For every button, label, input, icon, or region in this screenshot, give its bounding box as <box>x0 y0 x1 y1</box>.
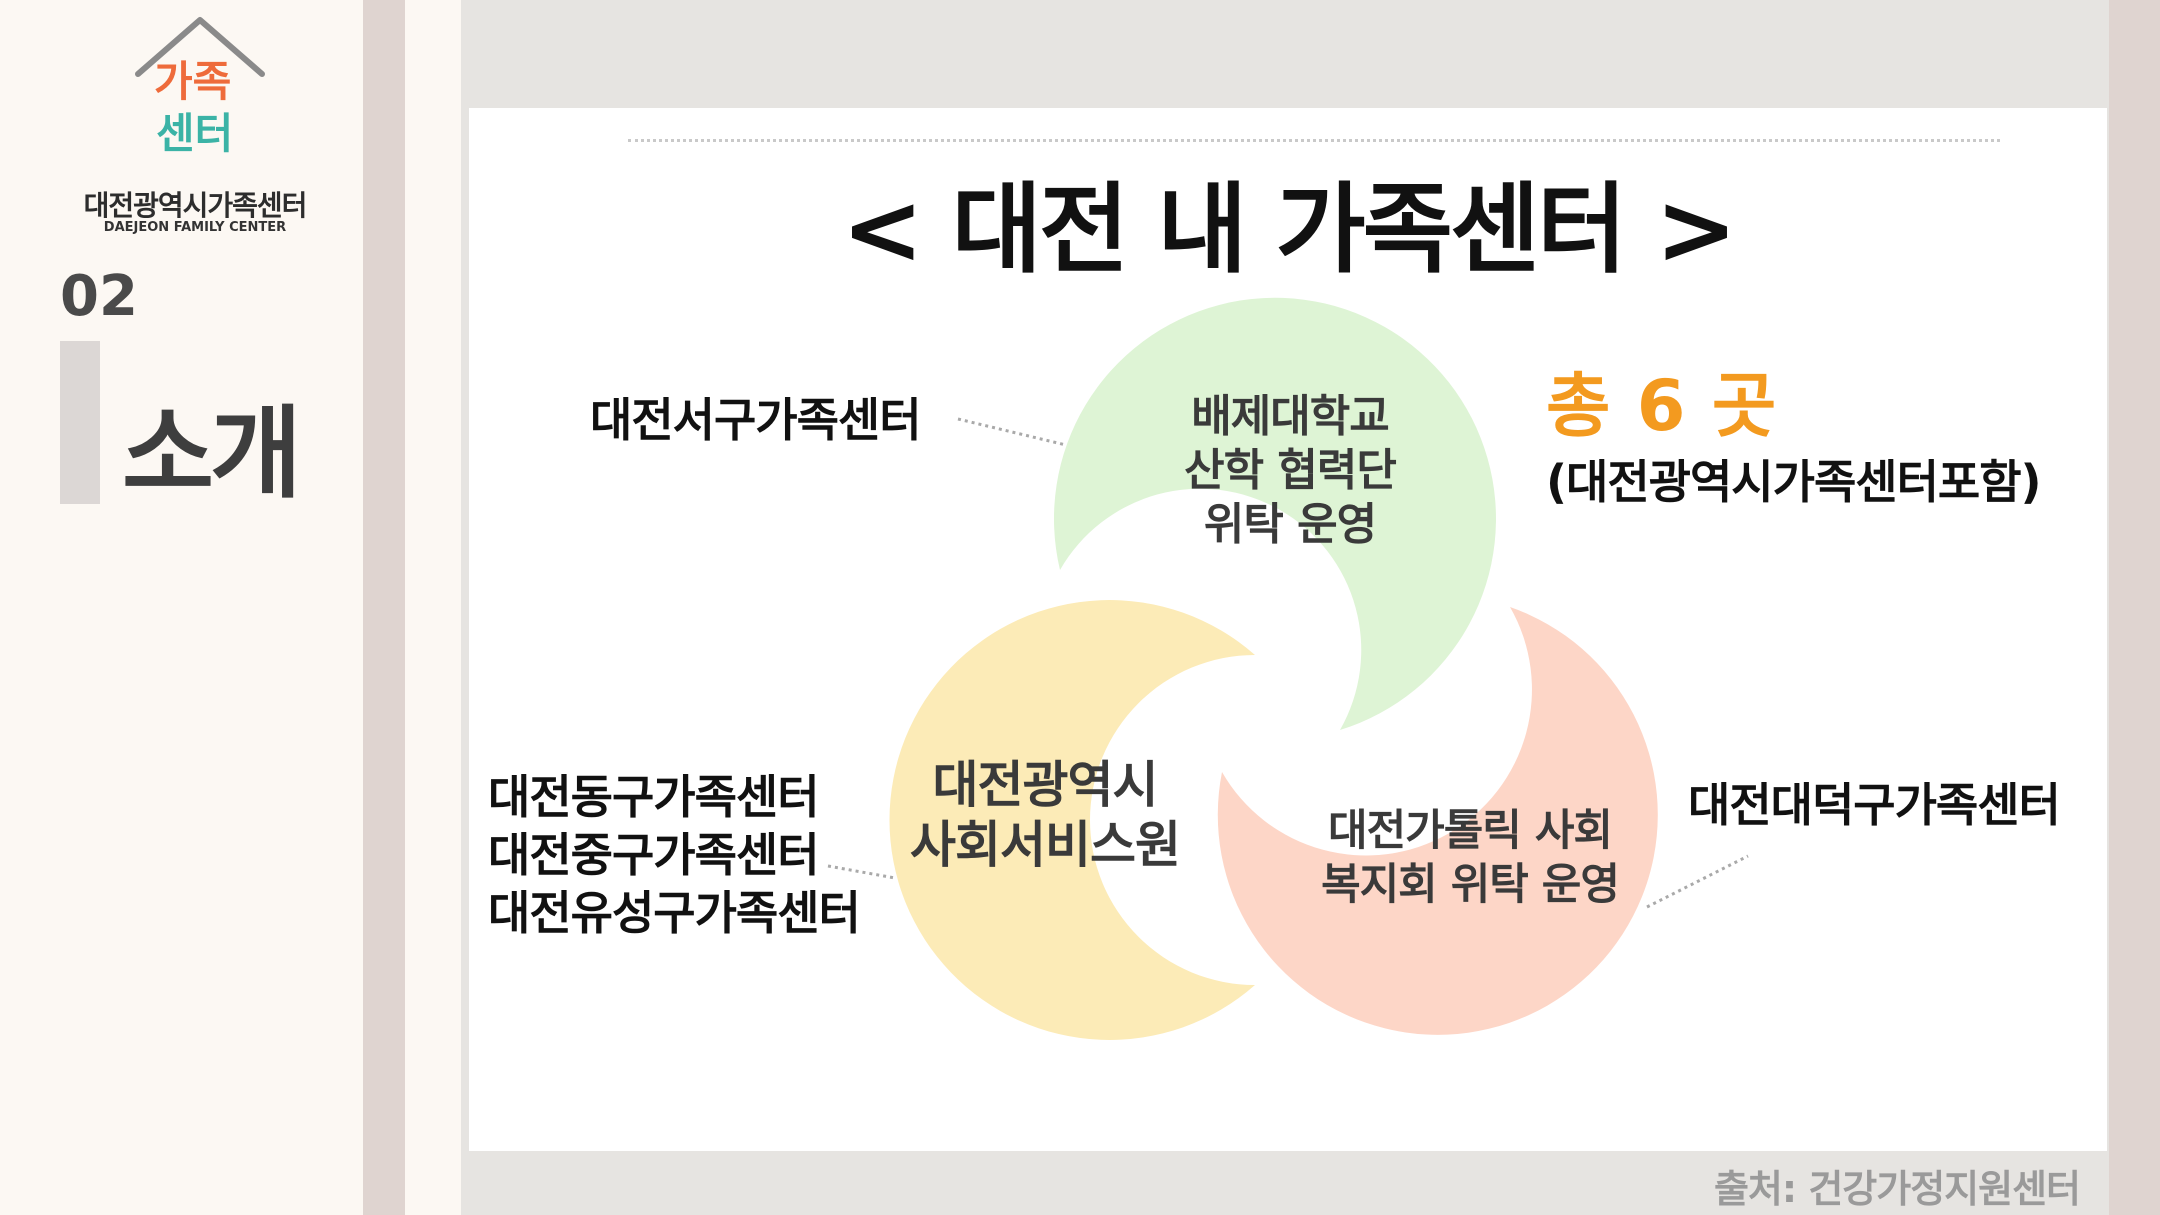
sidebar-gap <box>405 0 461 1215</box>
slide-title: < 대전 내 가족센터 > <box>841 173 1738 287</box>
green-circle-line: 산학 협력단 <box>1184 445 1397 496</box>
yellow-circle-line: 사회서비스원 <box>910 816 1181 874</box>
label-seo-gu-center: 대전서구가족센터 <box>590 393 922 447</box>
total-note: (대전광역시가족센터포함) <box>1546 455 2042 509</box>
label-group-east: 대전동구가족센터 대전중구가족센터 대전유성구가족센터 <box>488 768 861 942</box>
pink-circle-label: 대전가톨릭 사회 복지회 위탁 운영 <box>1280 804 1660 912</box>
source-note: 출처: 건강가정지원센터 <box>1713 1167 2081 1211</box>
label-jung-gu-center: 대전중구가족센터 <box>488 828 820 882</box>
section-title: 소개 <box>122 395 302 512</box>
sidebar-divider-bar <box>363 0 405 1215</box>
org-name-english: DAEJEON FAMILY CENTER <box>103 220 287 235</box>
dotted-divider <box>628 139 2000 142</box>
pink-circle-line: 복지회 위탁 운영 <box>1321 860 1620 910</box>
green-circle-line: 위탁 운영 <box>1203 499 1377 550</box>
total-count: 총 6 곳 <box>1546 365 1778 447</box>
yellow-circle-label: 대전광역시 사회서비스원 <box>890 755 1200 875</box>
logo-roof-icon <box>135 17 265 77</box>
sidebar <box>0 0 363 1215</box>
org-name: 대전광역시가족센터 <box>83 189 308 222</box>
green-circle-label: 배제대학교 산학 협력단 위탁 운영 <box>1120 390 1460 552</box>
label-yuseong-gu-center: 대전유성구가족센터 <box>488 886 861 940</box>
label-dong-gu-center: 대전동구가족센터 <box>488 770 820 824</box>
section-number: 02 <box>60 264 138 329</box>
yellow-circle-line: 대전광역시 <box>932 756 1159 814</box>
logo-text-top: 가족 <box>154 57 231 106</box>
pink-circle-line: 대전가톨릭 사회 <box>1328 806 1613 856</box>
right-edge-bar <box>2109 0 2160 1215</box>
label-daedeok-gu-center: 대전대덕구가족센터 <box>1688 778 2061 832</box>
logo-text-bottom: 센터 <box>156 109 233 154</box>
family-center-logo: 가족 센터 <box>135 17 265 154</box>
green-circle-line: 배제대학교 <box>1191 391 1389 442</box>
section-marker <box>60 341 100 504</box>
